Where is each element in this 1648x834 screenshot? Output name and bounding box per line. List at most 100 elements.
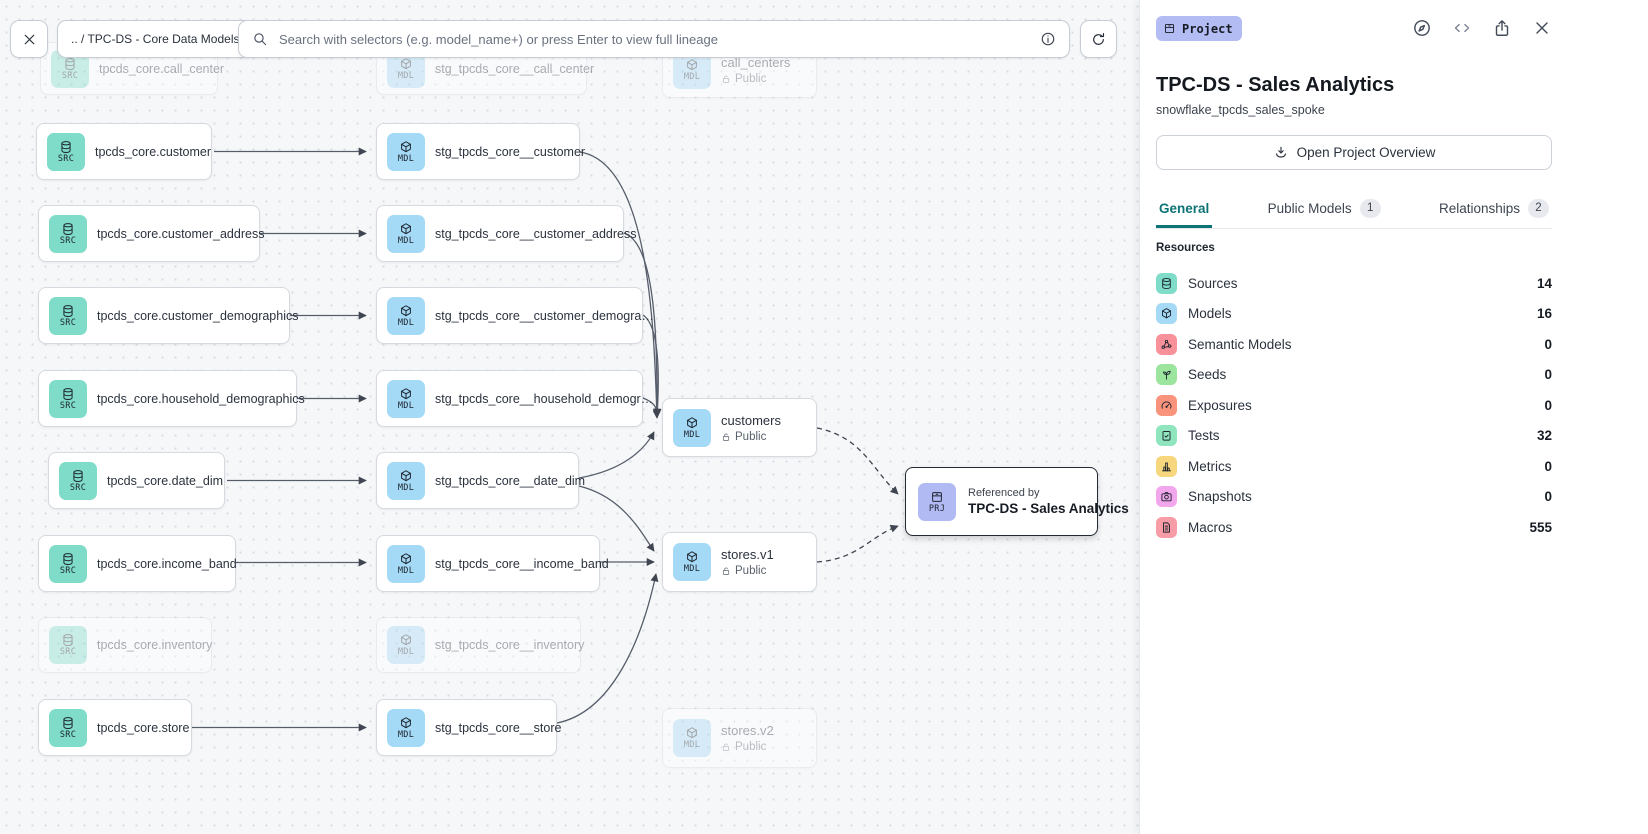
model-badge: MDL — [387, 132, 425, 171]
model-badge: MDL — [387, 626, 425, 664]
refresh-button[interactable] — [1080, 20, 1117, 58]
panel-title: TPC-DS - Sales Analytics — [1156, 74, 1395, 96]
source-badge: SRC — [49, 214, 87, 253]
lineage-search — [238, 20, 1070, 58]
tab-count-badge: 2 — [1528, 198, 1549, 218]
tab-count-badge: 1 — [1359, 198, 1381, 218]
search-icon — [252, 31, 268, 47]
camera-icon — [1156, 486, 1177, 508]
model-badge: MDL — [673, 543, 711, 581]
cube-icon — [685, 550, 699, 564]
cube-icon — [399, 469, 413, 483]
cube-icon — [399, 633, 413, 647]
info-icon[interactable] — [1040, 31, 1056, 47]
lock-icon — [721, 742, 731, 752]
resource-type-chip: Project — [1156, 16, 1242, 41]
cube-icon — [399, 552, 413, 566]
cube-icon — [685, 58, 699, 72]
database-icon — [61, 387, 75, 401]
database-icon — [61, 552, 75, 566]
code-icon[interactable] — [1451, 17, 1472, 38]
database-icon — [1156, 272, 1177, 294]
project-chip-icon — [1163, 22, 1176, 35]
database-icon — [61, 304, 75, 318]
database-icon — [61, 716, 75, 730]
archive-icon — [930, 490, 944, 504]
search-input[interactable] — [277, 30, 1031, 48]
open-overview-icon — [1273, 145, 1289, 161]
source-badge: SRC — [47, 132, 85, 171]
model-badge: MDL — [387, 296, 425, 335]
lock-icon — [721, 566, 731, 576]
database-icon — [61, 633, 75, 647]
share-icon[interactable] — [1491, 17, 1512, 38]
lock-icon — [721, 432, 731, 442]
model-badge: MDL — [387, 461, 425, 500]
seedling-icon — [1156, 364, 1177, 386]
breadcrumb[interactable]: .. / TPC-DS - Core Data Models — [57, 20, 254, 58]
details-panel: Project TPC-DS - Sales Analytics snowfla… — [1139, 0, 1648, 834]
close-lineage-button[interactable] — [10, 20, 48, 58]
cube-icon — [399, 304, 413, 318]
model-badge: MDL — [387, 708, 425, 747]
cube-icon — [399, 140, 413, 154]
database-icon — [63, 57, 77, 71]
clipboard-check-icon — [1156, 425, 1177, 447]
close-panel-icon[interactable] — [1531, 17, 1552, 38]
source-badge: SRC — [49, 626, 87, 664]
model-badge: MDL — [387, 214, 425, 253]
source-badge: SRC — [49, 708, 87, 747]
bar-chart-icon — [1156, 455, 1177, 477]
database-icon — [61, 222, 75, 236]
graph-nodes-icon — [1156, 333, 1177, 355]
cube-icon — [399, 716, 413, 730]
resources-heading: Resources — [1156, 242, 1215, 254]
lock-icon — [721, 74, 731, 84]
tab-general[interactable]: General — [1156, 191, 1213, 228]
close-icon — [21, 31, 38, 48]
database-icon — [59, 140, 73, 154]
open-project-overview-button[interactable]: Open Project Overview — [1156, 135, 1552, 170]
model-badge: MDL — [387, 379, 425, 418]
explore-compass-icon[interactable] — [1411, 17, 1432, 38]
model-badge: MDL — [387, 544, 425, 583]
lineage-edges — [192, 147, 899, 732]
cube-icon — [399, 387, 413, 401]
project-badge: PRJ — [918, 482, 956, 521]
model-badge: MDL — [673, 408, 711, 447]
